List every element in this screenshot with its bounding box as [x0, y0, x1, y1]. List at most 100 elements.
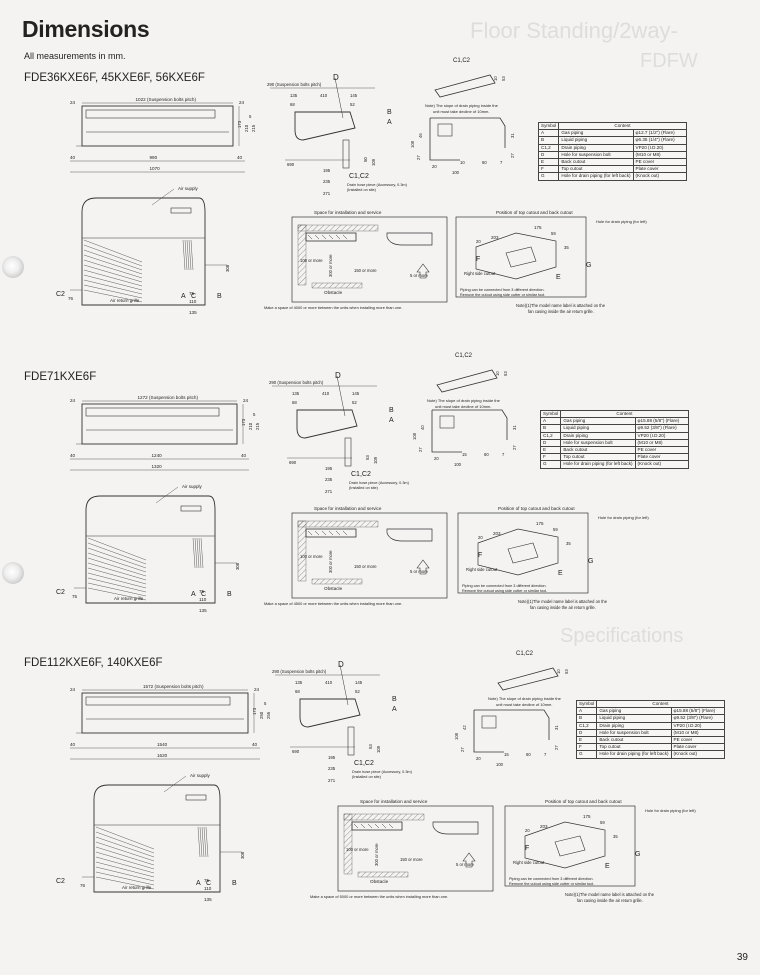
dimension-label: 40	[252, 742, 258, 747]
space-title: Space for installation and service	[314, 506, 382, 511]
dimension-label: 109	[376, 745, 381, 753]
dimension-label: 50	[363, 157, 368, 162]
dimension-label: 235	[323, 179, 331, 184]
label-C2: C2	[56, 291, 65, 298]
label-C1C2: C1,C2	[354, 760, 374, 767]
dimension-label: 24	[70, 100, 76, 105]
dimension-label: Piping can be connected from 3 different…	[509, 877, 594, 881]
spec-cell: PE cover	[670, 736, 725, 745]
dimension-label: Remove the cutout using side cutter or s…	[462, 589, 547, 593]
content-cell: Gas piping	[596, 707, 672, 716]
label-C2: C2	[56, 878, 65, 885]
label-C: C	[191, 293, 196, 300]
label-B: B	[232, 880, 237, 887]
dimension-label: 27	[418, 447, 423, 452]
dimension-label: Obstacle	[370, 879, 389, 884]
dimension-label: 27	[510, 153, 515, 158]
dimension-label: 110	[199, 597, 207, 602]
page-number: 39	[736, 952, 748, 963]
label-A: A	[387, 119, 392, 126]
page-title: Dimensions	[22, 16, 150, 42]
dimension-label: 195	[323, 168, 331, 173]
label-C2: C2	[56, 589, 65, 596]
content-cell: Hole for suspension bolt	[596, 728, 672, 738]
page-subtitle: All measurements in mm.	[24, 51, 126, 61]
air-return-label: Air return grille	[110, 298, 140, 303]
dimension-label: 68	[292, 400, 297, 405]
dimension-label: Right side cutout	[466, 567, 498, 572]
dimension-label: 203	[540, 824, 548, 829]
dimension-label: 308	[235, 562, 240, 570]
table-header-content: Content	[596, 699, 725, 709]
symbol-cell: F	[539, 453, 562, 462]
dimension-label: 135	[292, 391, 300, 396]
content-cell: Top cutout	[560, 453, 636, 462]
spec-cell: φ12.7 (1/2") (Flare)	[632, 129, 687, 138]
dimension-label: 210	[244, 124, 249, 132]
dimension-label: Note)(1)The model name label is attached…	[518, 599, 608, 604]
table-header-content: Content	[558, 121, 687, 131]
space-title: Space for installation and service	[360, 799, 428, 804]
dimension-label: 15	[462, 452, 467, 457]
ghost-heading: Floor Standing/2way-	[470, 18, 678, 43]
dimension-label: Drain hose piece (Accessory, 0.3m)	[349, 481, 410, 485]
dimension-label: 308	[240, 851, 245, 859]
dimension-label: 290 (Suspension bolts pitch)	[269, 380, 324, 385]
dimension-label: 20	[476, 239, 481, 244]
label-A: A	[191, 591, 196, 598]
label-A: A	[389, 417, 394, 424]
spec-cell: VP20 (I.D.20)	[632, 143, 687, 152]
dimension-label: 990	[150, 155, 158, 160]
dimension-label: 52	[355, 689, 360, 694]
dimension-label: 46	[418, 133, 423, 138]
dimension-label: 75	[189, 291, 195, 296]
label-B: B	[217, 293, 222, 300]
label-C1C2: C1,C2	[455, 353, 473, 359]
dimension-label: 300 or more	[374, 843, 379, 866]
cutout-title: Position of top cutout and back cutout	[498, 506, 575, 511]
dimension-label: Remove the cutout using side cutter or s…	[509, 882, 594, 886]
dimension-label: Right side cutout	[464, 271, 496, 276]
dimension-label: 1272 (Suspension bolts pitch)	[138, 395, 199, 400]
dimension-label: 135	[199, 608, 207, 613]
dimension-label: 108	[412, 432, 417, 440]
air-supply-label: Air supply	[190, 773, 211, 778]
spec-cell: φ9.52 (3/8") (Flare)	[634, 424, 689, 433]
symbol-cell: F	[575, 743, 598, 752]
symbol-cell: A	[539, 417, 562, 426]
dimension-label: 10	[556, 669, 561, 674]
dimension-label: 290 (Suspension bolts pitch)	[272, 669, 327, 674]
symbol-cell: C1,2	[537, 143, 560, 152]
spec-cell: PE cover	[632, 158, 687, 167]
label-A: A	[196, 880, 201, 887]
content-cell: Hole for suspension bolt	[560, 438, 636, 448]
dimension-label: Right side cutout	[513, 860, 545, 865]
dimension-label: 195	[325, 466, 333, 471]
label-C1C2: C1,C2	[516, 651, 534, 657]
label-C1C2: C1,C2	[351, 471, 371, 478]
symbol-cell: B	[575, 714, 598, 723]
label-C1C2: C1,C2	[453, 58, 471, 64]
symbol-cell: D	[539, 438, 562, 448]
space-note: Make a space of 4500 or more between the…	[264, 601, 402, 606]
dimension-label: 60	[482, 160, 487, 165]
dimension-label: 35	[613, 834, 618, 839]
label-E: E	[605, 863, 610, 870]
content-cell: Hole for suspension bolt	[558, 150, 634, 160]
dimension-label: 59	[551, 231, 556, 236]
dimension-label: 10	[493, 76, 498, 81]
dimension-label: 7	[500, 160, 503, 165]
dimension-label: unit must take decline of 10mm.	[435, 404, 491, 409]
content-cell: Drain piping	[558, 143, 634, 152]
symbol-cell: B	[539, 424, 562, 433]
dimension-label: 135	[295, 680, 303, 685]
binder-hole-bottom	[2, 562, 24, 584]
dimension-label: 135	[189, 310, 197, 315]
